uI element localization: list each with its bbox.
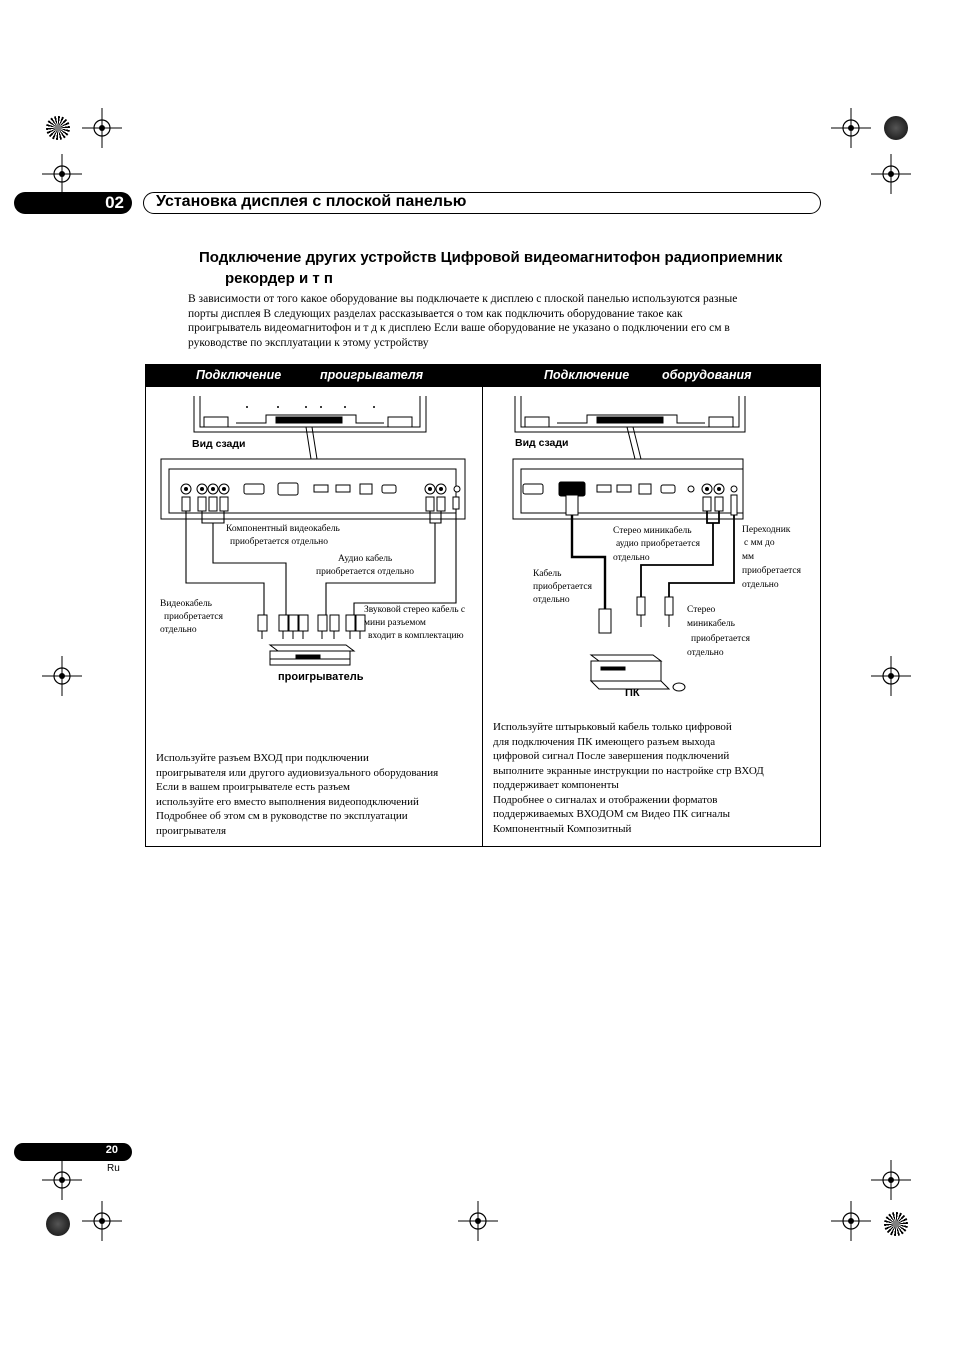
stereo-mini-label: аудио приобретается [616, 539, 700, 549]
adapter-label: приобретается [742, 566, 802, 576]
panel-divider [482, 387, 483, 847]
right-note-line: поддерживает компоненты [493, 779, 619, 791]
page-number: 20 [105, 1144, 118, 1156]
intro-line: проигрыватель видеомагнитофон и т д к ди… [188, 322, 730, 334]
rear-view-label: Вид сзади [515, 437, 569, 449]
print-target-disc [884, 116, 908, 140]
left-heading-b: проигрывателя [320, 368, 424, 382]
intro-paragraph: В зависимости от того какое оборудование… [188, 292, 820, 350]
left-note-line: проигрывателя [156, 824, 227, 837]
player-connection-diagram [160, 396, 466, 666]
right-heading-b: оборудования [662, 368, 752, 382]
right-note-line: выполните экранные инструкции по настрой… [493, 764, 764, 777]
right-note: Используйте штырьковый кабель только циф… [493, 720, 764, 836]
crosshair-registration-mark [458, 1201, 498, 1241]
video-cable-label: приобретается [164, 612, 224, 622]
panel-header: Подключение проигрывателя Подключение об… [146, 365, 820, 387]
left-note-line: проигрывателя или другого аудиовизуально… [156, 766, 439, 779]
right-note-line: Подробнее о сигналах и отображении форма… [493, 793, 718, 806]
print-target-disc [46, 1212, 70, 1236]
crosshair-registration-mark [82, 108, 122, 148]
adapter-label: Переходник [742, 525, 791, 535]
pc-label: ПК [625, 687, 640, 699]
chapter-badge: 02 [14, 192, 132, 214]
video-cable-label: Видеокабель [160, 599, 212, 609]
right-note-line: для подключения ПК имеющего разъем выход… [493, 735, 716, 748]
stereo-cable-label: Звуковой стерео кабель с [364, 605, 466, 615]
left-heading-a: Подключение [196, 368, 282, 382]
audio-cable-label: приобретается отдельно [316, 567, 415, 577]
left-note-line: Используйте разъем ВХОД при подключении [156, 752, 369, 764]
right-note-line: Используйте штырьковый кабель только циф… [493, 721, 732, 733]
print-target-disc [46, 116, 70, 140]
page-number-badge: 20 [14, 1143, 132, 1161]
left-note-line: используйте его вместо выполнения видеоп… [156, 795, 419, 808]
cable-label: Кабель [533, 569, 562, 579]
crosshair-registration-mark [831, 108, 871, 148]
adapter-label: с мм до [744, 538, 775, 548]
pc-connection-diagram [512, 396, 746, 692]
crosshair-registration-mark [871, 154, 911, 194]
stereo-minicable-label: Стерео [687, 605, 716, 615]
language-code: Ru [107, 1163, 120, 1174]
adapter-label: мм [742, 552, 755, 562]
section-title-line: рекордер и т п [225, 270, 333, 287]
left-note-line: Подробнее об этом см в руководстве по эк… [156, 810, 408, 822]
right-note-line: поддерживаемых ВХОДОМ см Видео ПК сигнал… [493, 808, 730, 820]
left-note-line: Если в вашем проигрывателе есть разъем [156, 781, 350, 793]
chapter-number: 02 [105, 193, 124, 212]
right-heading-a: Подключение [544, 368, 630, 382]
left-note: Используйте разъем ВХОД при подключении … [156, 751, 438, 838]
stereo-cable-label: мини разъемом [364, 618, 426, 628]
intro-line: В зависимости от того какое оборудование… [188, 293, 738, 305]
crosshair-registration-mark [831, 1201, 871, 1241]
stereo-cable-label: входит в комплектацию [368, 631, 464, 641]
crosshair-registration-mark [82, 1201, 122, 1241]
right-note-line: Компонентный Композитный [493, 822, 632, 835]
video-cable-label: отдельно [160, 625, 197, 635]
stereo-mini-label: Стерео миникабель [613, 526, 692, 536]
chapter-title-bar: Установка дисплея с плоской панелью [143, 192, 821, 214]
section-title-line: Подключение других устройств Цифровой ви… [199, 249, 783, 266]
crosshair-registration-mark [42, 154, 82, 194]
rear-view-label: Вид сзади [192, 438, 246, 450]
crosshair-registration-mark [871, 656, 911, 696]
audio-cable-label: Аудио кабель [338, 554, 393, 564]
cable-label: отдельно [533, 595, 570, 605]
chapter-title: Установка дисплея с плоской панелью [156, 193, 467, 210]
print-target-disc [884, 1212, 908, 1236]
crosshair-registration-mark [42, 1160, 82, 1200]
stereo-minicable-label: приобретается [691, 634, 751, 644]
player-label: проигрыватель [278, 671, 364, 683]
crosshair-registration-mark [42, 656, 82, 696]
component-cable-label: Компонентный видеокабель [226, 524, 340, 534]
right-note-line: цифровой сигнал После завершения подключ… [493, 750, 730, 762]
section-title: Подключение других устройств Цифровой ви… [199, 247, 839, 289]
cable-label: приобретается [533, 582, 593, 592]
component-cable-label: приобретается отдельно [230, 537, 329, 547]
stereo-minicable-label: отдельно [687, 648, 724, 658]
crosshair-registration-mark [871, 1160, 911, 1200]
stereo-minicable-label: миникабель [687, 619, 735, 629]
stereo-mini-label: отдельно [613, 553, 650, 563]
intro-line: руководстве по эксплуатации к этому устр… [188, 336, 429, 349]
connection-panel: Подключение проигрывателя Подключение об… [145, 364, 821, 847]
intro-line: порты дисплея В следующих разделах расск… [188, 307, 683, 320]
adapter-label: отдельно [742, 580, 779, 590]
